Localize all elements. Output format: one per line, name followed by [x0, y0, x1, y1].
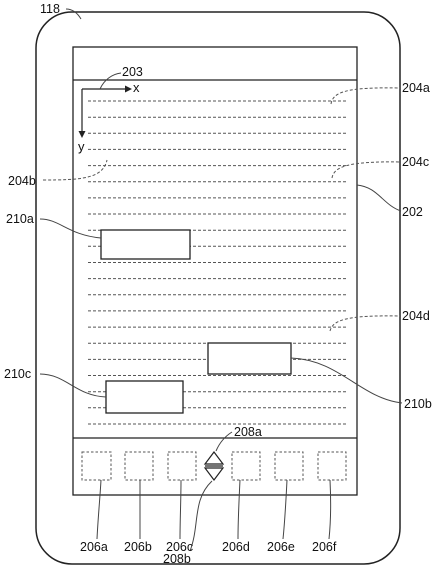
content-box-210a [100, 229, 191, 260]
leader-210c [39, 373, 107, 398]
label-key-206a: 206a [80, 540, 108, 554]
leader-206d [237, 479, 241, 540]
leader-208a [215, 431, 233, 452]
label-key-206f: 206f [312, 540, 337, 554]
leader-206e [282, 479, 288, 540]
leader-204d [329, 315, 402, 332]
text-lines [88, 100, 347, 425]
key-206a-outline [81, 451, 112, 481]
leader-204c [331, 161, 402, 179]
leader-206a [96, 479, 102, 540]
label-key-206e: 206e [267, 540, 295, 554]
x-axis-arrowhead [125, 85, 132, 93]
leader-lines [39, 8, 403, 552]
leader-202 [356, 184, 402, 212]
coordinate-axes [78, 85, 132, 138]
leader-210a [39, 218, 102, 239]
label-box-210b: 210b [404, 397, 432, 411]
leader-204a [330, 87, 401, 105]
scroll-up-arrow [203, 451, 225, 465]
content-box-210c [105, 380, 184, 414]
label-line-204d: 204d [402, 309, 430, 323]
leader-210b [290, 357, 403, 404]
y-axis-arrowhead [78, 131, 86, 138]
leader-118 [65, 8, 82, 20]
label-screen-202: 202 [402, 205, 423, 219]
label-box-210c: 210c [4, 367, 32, 381]
label-key-206c: 206c [166, 540, 194, 554]
scroll-down-arrow [203, 467, 225, 481]
key-206d-outline [231, 451, 261, 481]
label-origin-203: 203 [122, 65, 143, 79]
key-206e-outline [274, 451, 304, 481]
key-206c-outline [167, 451, 197, 481]
label-axis-x: x [133, 80, 140, 95]
dashed-leaders [42, 87, 402, 332]
leader-206c [179, 479, 182, 540]
label-key-206b: 206b [124, 540, 152, 554]
label-line-204c: 204c [402, 155, 430, 169]
key-206b-outline [124, 451, 154, 481]
label-line-204a: 204a [402, 81, 430, 95]
screen-frame [72, 46, 358, 496]
leader-203 [99, 72, 122, 90]
content-box-210b [207, 342, 292, 375]
label-arrow-208b: 208b [163, 552, 191, 566]
label-device-118: 118 [40, 2, 60, 16]
leader-206f [328, 479, 332, 540]
label-box-210a: 210a [6, 212, 34, 226]
toolbar-buttons [81, 451, 347, 481]
label-key-206d: 206d [222, 540, 250, 554]
label-arrow-208a: 208a [234, 425, 262, 439]
key-206f-outline [317, 451, 347, 481]
device-body [35, 11, 401, 565]
label-axis-y: y [78, 139, 85, 154]
label-line-204b: 204b [8, 174, 36, 188]
leader-204b [42, 159, 108, 181]
leader-208b [189, 480, 213, 552]
